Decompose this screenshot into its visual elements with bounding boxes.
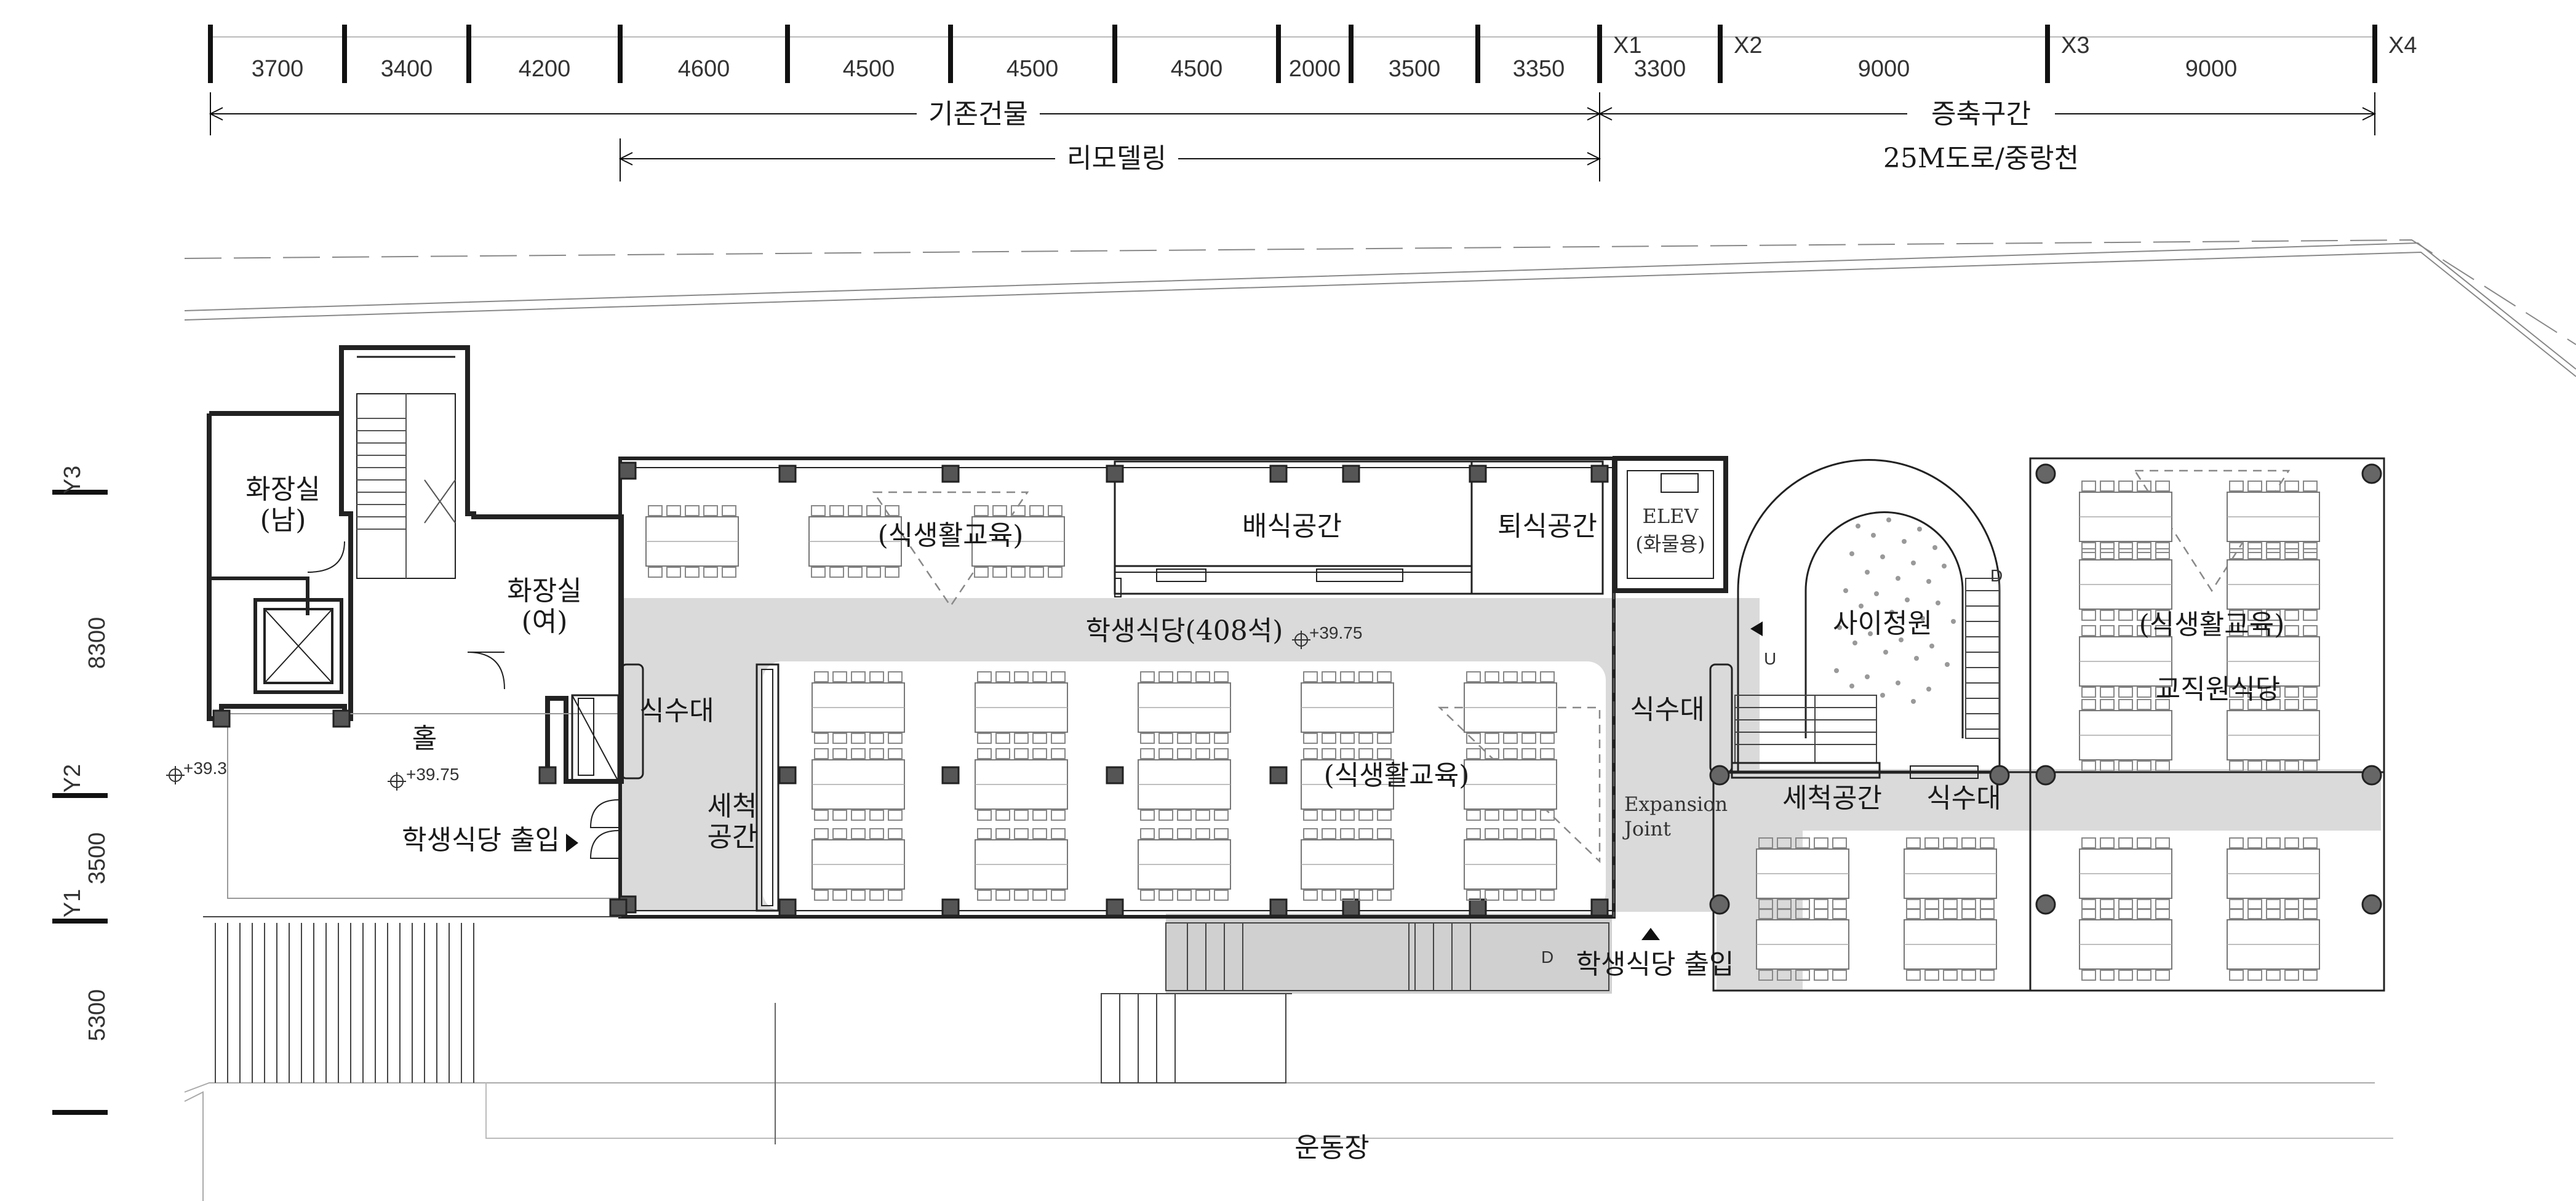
span-road-label: 25M도로/중랑천 [1883, 143, 2079, 174]
washing-space-label: 세척공간 [1782, 783, 1882, 814]
grid-label-y3: Y3 [60, 466, 86, 494]
dim-label: 2000 [1289, 56, 1341, 82]
toilet-male-label: 화장실 [245, 474, 320, 505]
student-canteen-label: 학생식당(408석) [1086, 615, 1283, 647]
dim-label: 3400 [381, 56, 433, 82]
dim-label: 3350 [1513, 56, 1565, 82]
dim-label: 3700 [252, 56, 304, 82]
stair-up-label: U [1764, 649, 1776, 668]
level-markers [166, 631, 1310, 1144]
toilet-male-label: (남) [260, 505, 306, 536]
dimension-chain-left [52, 490, 108, 1115]
span-remodel-label: 리모델링 [1067, 143, 1166, 174]
entrance-left-label: 학생식당 출입 [402, 824, 560, 856]
staff-canteen-label: 교직원식당 [2156, 674, 2280, 705]
dimension-labels-top: 3700 3400 4200 4600 4500 4500 4500 2000 … [252, 33, 2417, 174]
dim-label: 9000 [2185, 56, 2238, 82]
toilet-female-label: 화장실 [507, 575, 581, 607]
grid-label-x4: X4 [2388, 33, 2417, 58]
dim-label-left: 5300 [84, 989, 110, 1042]
dim-label: 4600 [678, 56, 730, 82]
grid-label-y2: Y2 [60, 764, 86, 792]
dim-label: 9000 [1858, 56, 1910, 82]
toilet-female-label: (여) [522, 606, 568, 637]
stair-down-label: D [1990, 566, 2003, 585]
dim-label: 3500 [1389, 56, 1441, 82]
sink-label: 식수대 [1630, 694, 1704, 725]
grid-label-x1: X1 [1613, 33, 1641, 58]
diet-education-label: (식생활교육) [1324, 760, 1470, 791]
grid-label-x2: X2 [1734, 33, 1762, 58]
hall-label: 홀 [412, 723, 437, 754]
stair-down-label: D [1541, 948, 1553, 967]
dim-label: 4500 [1171, 56, 1223, 82]
washing-area-label: 공간 [708, 821, 757, 853]
dim-label-left: 3500 [84, 832, 110, 885]
dim-label: 4500 [1007, 56, 1059, 82]
expansion-joint-label: Joint [1622, 817, 1671, 840]
sink-label: 식수대 [639, 695, 714, 727]
diet-education-label: (식생활교육) [2139, 609, 2285, 640]
elevator-label: ELEV [1642, 505, 1699, 528]
level-label: +39.3 [183, 759, 227, 778]
span-extension-label: 증축구간 [1931, 98, 2031, 130]
room-labels: 화장실 (남) 화장실 (여) 홀 +39.3 +39.75 학생식당 출입 (… [183, 474, 2284, 1163]
dim-label: 3300 [1634, 56, 1686, 82]
dimension-labels-left: Y3 Y2 Y1 8300 3500 5300 [60, 466, 110, 1042]
entrance-bottom-label: 학생식당 출입 [1576, 949, 1734, 980]
grid-label-x3: X3 [2061, 33, 2089, 58]
floor-fills [620, 598, 2381, 994]
courtyard-planting [1834, 517, 1956, 704]
playground-label: 운동장 [1294, 1132, 1369, 1163]
washing-area-label: 세척 [708, 791, 757, 822]
level-label: +39.75 [1309, 623, 1362, 642]
expansion-joint-label: Expansion [1624, 792, 1728, 816]
level-label: +39.75 [406, 765, 459, 784]
dimension-chain-top [208, 25, 2377, 182]
site-lines [184, 239, 2576, 1201]
entrance-arrows [566, 621, 1763, 940]
main-hall-outline [618, 456, 1728, 919]
dim-label: 4200 [519, 56, 571, 82]
courtyard-label: 사이정원 [1833, 608, 1932, 639]
dim-label-left: 8300 [84, 617, 110, 669]
diet-education-label: (식생활교육) [878, 520, 1024, 551]
sink-label: 식수대 [1926, 783, 2001, 814]
return-area-label: 퇴식공간 [1497, 511, 1597, 542]
elevator-label: (화물용) [1635, 532, 1705, 556]
serving-area-label: 배식공간 [1242, 511, 1342, 542]
dim-label: 4500 [843, 56, 895, 82]
span-existing-label: 기존건물 [928, 98, 1028, 130]
grid-label-y1: Y1 [60, 889, 86, 917]
